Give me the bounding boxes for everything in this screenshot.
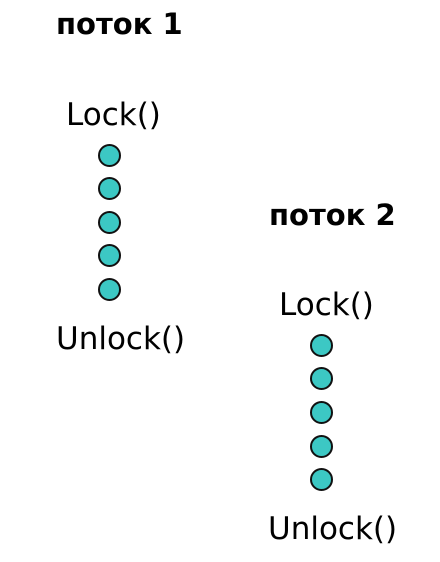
thread-1: поток 1 Lock() Unlock() — [0, 0, 220, 380]
step-dot — [98, 244, 121, 267]
thread-2-title: поток 2 — [269, 198, 396, 232]
step-dot — [98, 177, 121, 200]
step-dot — [310, 367, 333, 390]
thread-2-unlock-label: Unlock() — [268, 511, 398, 547]
step-dot — [310, 334, 333, 357]
thread-1-title: поток 1 — [56, 7, 183, 41]
step-dot — [310, 401, 333, 424]
step-dot — [98, 278, 121, 301]
thread-1-lock-label: Lock() — [66, 97, 161, 133]
thread-2-lock-label: Lock() — [279, 287, 374, 323]
step-dot — [310, 435, 333, 458]
step-dot — [98, 211, 121, 234]
step-dot — [98, 144, 121, 167]
step-dot — [310, 468, 333, 491]
thread-1-unlock-label: Unlock() — [56, 321, 186, 357]
